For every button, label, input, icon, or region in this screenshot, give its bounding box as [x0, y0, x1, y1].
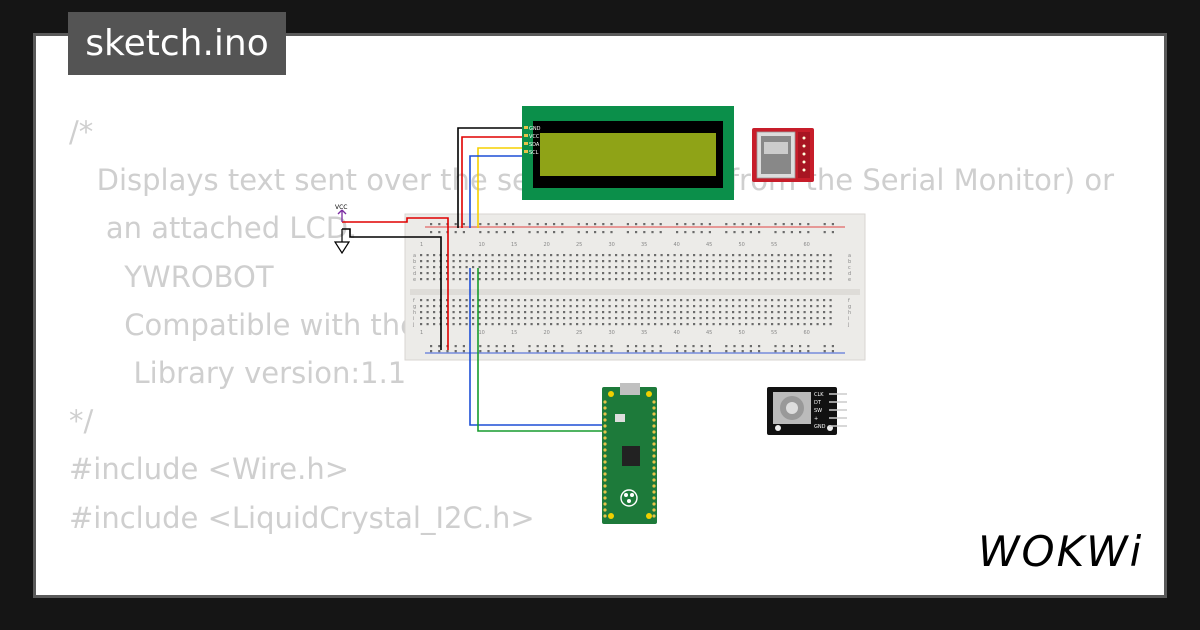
breadboard-row-letter: d: [848, 271, 851, 277]
breadboard-row-letter: g: [413, 304, 416, 310]
code-line: Library version:1.1: [69, 355, 407, 390]
breadboard-row-letter: i: [413, 316, 414, 322]
breadboard-column-number: 50: [739, 242, 745, 248]
breadboard-column-number: 15: [511, 242, 517, 248]
breadboard-row-letter: e: [848, 277, 851, 283]
breadboard-row-letter: c: [413, 265, 416, 271]
breadboard-column-number: 10: [479, 330, 485, 336]
breadboard-column-number: 35: [641, 330, 647, 336]
breadboard-column-number: 1: [420, 242, 423, 248]
raspberry-pi-pico: [602, 383, 657, 524]
breadboard-holes: [420, 223, 834, 353]
breadboard-column-number: 40: [674, 330, 680, 336]
wire-green-pico: [477, 268, 607, 432]
lcd-pin-label: VCC: [529, 134, 540, 140]
breadboard-column-number: 20: [544, 330, 550, 336]
code-line: #include <LiquidCrystal_I2C.h>: [69, 500, 535, 535]
breadboard-column-number: 50: [739, 330, 745, 336]
breadboard-column-number: 60: [804, 242, 810, 248]
breadboard-column-number: 25: [576, 330, 582, 336]
breadboard-row-letter: h: [413, 310, 416, 316]
encoder-pin-label: GND: [814, 424, 826, 430]
rotary-encoder: CLK DT SW + GND: [767, 387, 847, 435]
lcd-display: GND VCC SDA SCL: [522, 106, 734, 200]
encoder-pin-label: SW: [814, 408, 822, 414]
code-line: an attached LCD.: [69, 211, 358, 246]
wire-lcd-gnd: [457, 127, 523, 228]
breadboard-column-number: 35: [641, 242, 647, 248]
breadboard-column-number: 45: [706, 242, 712, 248]
code-line: /*: [69, 115, 94, 149]
breadboard-column-number: 55: [771, 330, 777, 336]
wire-black-gnd: [342, 228, 442, 350]
encoder-pin-label: DT: [814, 400, 822, 406]
code-line: YWROBOT: [69, 259, 274, 294]
lcd-pin-label: SCL: [529, 150, 539, 156]
wires: [342, 127, 607, 432]
wokwi-logo: WOKWi: [978, 528, 1143, 576]
breadboard-column-number: 30: [609, 330, 615, 336]
breadboard-row-letter: h: [848, 310, 851, 316]
breadboard-row-letter: f: [413, 298, 415, 304]
breadboard-row-letter: a: [413, 253, 416, 259]
wire-lcd-sda: [477, 147, 523, 228]
lcd-pin-label: GND: [529, 126, 541, 132]
wire-lcd-scl: [469, 155, 523, 228]
breadboard-column-number: 60: [804, 330, 810, 336]
sd-card-module: [752, 128, 814, 182]
breadboard-row-letter: e: [413, 277, 416, 283]
code-line: #include <Wire.h>: [69, 452, 350, 487]
breadboard-column-number: 1: [420, 330, 423, 336]
breadboard-row-letter: b: [413, 259, 416, 265]
vcc-symbol: VCC: [335, 204, 347, 222]
breadboard-row-letter: f: [848, 298, 850, 304]
breadboard-column-numbers: 1 1 10 10 15 15 20 20 25 25 30 30 35 35 40 40 45 45 50 50 55…: [420, 242, 810, 336]
ground-symbol: [333, 229, 351, 255]
breadboard-column-number: 45: [706, 330, 712, 336]
wire-lcd-vcc: [461, 136, 523, 228]
wire-red-vcc: [342, 217, 449, 350]
breadboard-row-letter: g: [848, 304, 851, 310]
encoder-pin-label: +: [814, 416, 818, 422]
breadboard-column-number: 40: [674, 242, 680, 248]
breadboard-column-number: 30: [609, 242, 615, 248]
breadboard-column-number: 15: [511, 330, 517, 336]
breadboard-row-letter: j: [412, 322, 414, 328]
code-line: */: [69, 404, 94, 439]
breadboard: 1 1 10 10 15 15 20 20 25 25 30 30 35 35 40 40 45 45 50 50 55…: [404, 213, 866, 361]
vcc-label: VCC: [335, 204, 347, 211]
breadboard-row-letter: a: [848, 253, 851, 259]
wire-blue-pico: [469, 268, 607, 426]
encoder-pin-label: CLK: [814, 392, 824, 398]
lcd-pin-label: SDA: [529, 142, 540, 148]
breadboard-row-letter: i: [848, 316, 849, 322]
breadboard-row-letter: d: [413, 271, 416, 277]
breadboard-column-number: 55: [771, 242, 777, 248]
file-name-tab: sketch.ino: [68, 12, 286, 75]
breadboard-column-number: 25: [576, 242, 582, 248]
breadboard-column-number: 20: [544, 242, 550, 248]
breadboard-column-number: 10: [479, 242, 485, 248]
wokwi-logo-text: WOKWi: [978, 528, 1143, 576]
breadboard-row-letter: b: [848, 259, 851, 265]
breadboard-row-letter: c: [848, 265, 851, 271]
breadboard-row-letter: j: [847, 322, 849, 328]
